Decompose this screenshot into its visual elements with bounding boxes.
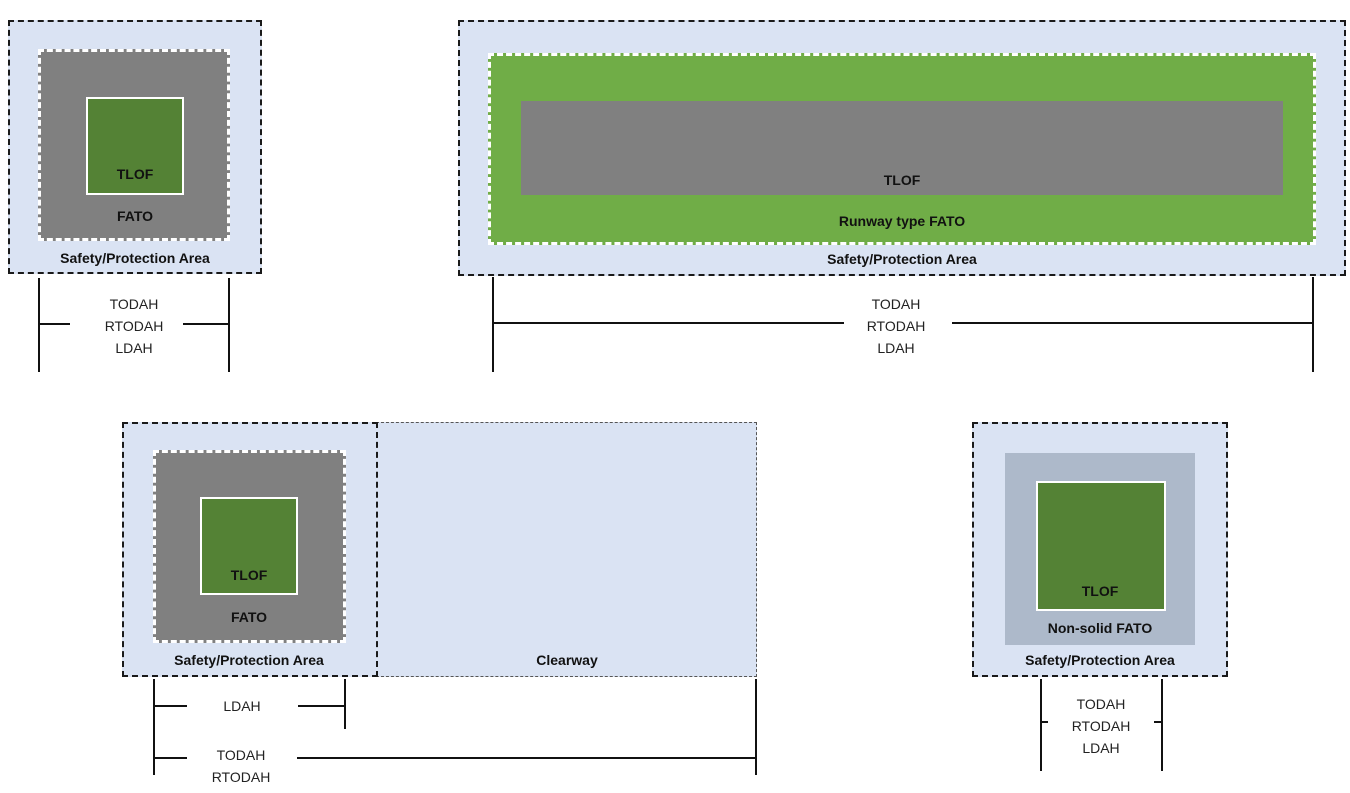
ldah-label-4: LDAH bbox=[1082, 740, 1120, 756]
dim-tick-right-3 bbox=[755, 679, 757, 775]
dim-tick-mid-3 bbox=[344, 679, 346, 729]
runway-fato-label: Runway type FATO bbox=[838, 213, 966, 229]
dim-line-2a bbox=[494, 322, 844, 324]
dim-tick-left-1 bbox=[38, 278, 40, 372]
rtodah-label-4: RTODAH bbox=[1071, 718, 1131, 734]
dim-line-4b bbox=[1154, 721, 1161, 723]
distance-labels-1: TODAH RTODAH LDAH bbox=[105, 293, 164, 359]
rtodah-label-3: RTODAH bbox=[211, 769, 271, 785]
dim-tick-right-1 bbox=[228, 278, 230, 372]
dim-tick-right-4 bbox=[1161, 679, 1163, 771]
ldah-label-2: LDAH bbox=[877, 340, 915, 356]
dim-tick-left-4 bbox=[1040, 679, 1042, 771]
dim-tick-right-2 bbox=[1312, 277, 1314, 372]
safety-label-4: Safety/Protection Area bbox=[1025, 652, 1175, 668]
dim-line-3-ldah-a bbox=[155, 705, 187, 707]
dim-line-3-todah-b bbox=[297, 757, 755, 759]
dim-line-3-todah-a bbox=[155, 757, 187, 759]
nonsolid-fato-label: Non-solid FATO bbox=[1047, 620, 1153, 636]
distance-labels-3: TODAH RTODAH bbox=[212, 744, 271, 788]
fato-label-1: FATO bbox=[116, 208, 154, 224]
distance-labels-2: TODAH RTODAH LDAH bbox=[867, 293, 926, 359]
tlof-label-1: TLOF bbox=[116, 166, 154, 182]
safety-label-3: Safety/Protection Area bbox=[174, 652, 324, 668]
todah-label-3: TODAH bbox=[216, 747, 266, 763]
dim-tick-left-3 bbox=[153, 679, 155, 775]
tlof-area-1 bbox=[86, 97, 184, 195]
rtodah-label-2: RTODAH bbox=[866, 318, 926, 334]
safety-label-2: Safety/Protection Area bbox=[827, 251, 977, 267]
ldah-label-1: LDAH bbox=[115, 340, 153, 356]
tlof-area-3 bbox=[200, 497, 298, 595]
todah-label-1: TODAH bbox=[109, 296, 159, 312]
dim-line-1a bbox=[40, 323, 70, 325]
dim-line-3-ldah-b bbox=[298, 705, 344, 707]
ldah-label-3: LDAH bbox=[223, 698, 261, 714]
clearway-area bbox=[376, 422, 757, 677]
clearway-label: Clearway bbox=[536, 652, 598, 668]
rtodah-label-1: RTODAH bbox=[104, 318, 164, 334]
fato-label-3: FATO bbox=[230, 609, 268, 625]
dim-tick-left-2 bbox=[492, 277, 494, 372]
dim-line-4a bbox=[1042, 721, 1048, 723]
tlof-area-2 bbox=[521, 101, 1283, 195]
tlof-label-4: TLOF bbox=[1081, 583, 1119, 599]
dim-line-2b bbox=[952, 322, 1312, 324]
tlof-label-2: TLOF bbox=[883, 172, 921, 188]
distance-labels-4: TODAH RTODAH LDAH bbox=[1072, 693, 1131, 759]
todah-label-2: TODAH bbox=[871, 296, 921, 312]
dim-line-1b bbox=[183, 323, 228, 325]
tlof-label-3: TLOF bbox=[230, 567, 268, 583]
todah-label-4: TODAH bbox=[1076, 696, 1126, 712]
tlof-area-4 bbox=[1036, 481, 1166, 611]
safety-label-1: Safety/Protection Area bbox=[60, 250, 210, 266]
